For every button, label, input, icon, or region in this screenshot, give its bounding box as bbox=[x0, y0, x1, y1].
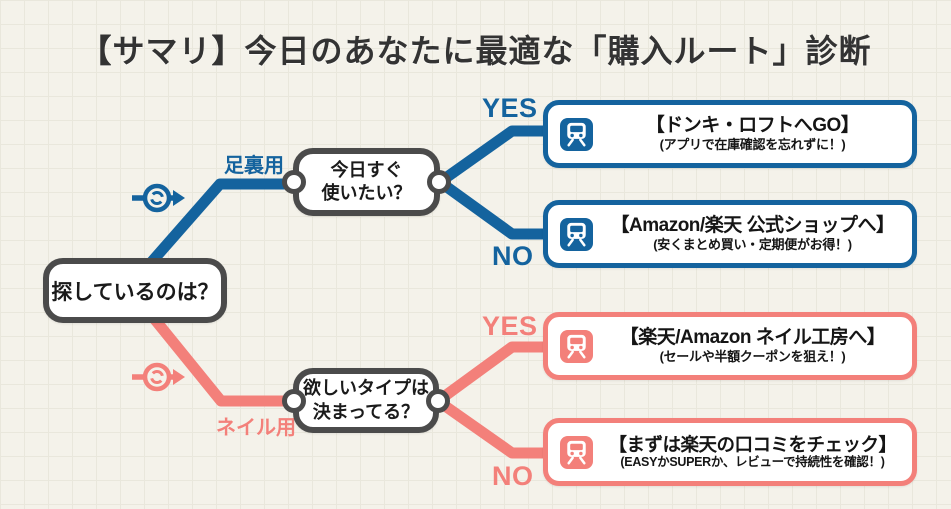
result-title: 【まずは楽天の口コミをチェック】 bbox=[608, 433, 897, 455]
no-label-nail: NO bbox=[492, 461, 534, 491]
route-line-sole bbox=[142, 178, 302, 272]
result-title: 【ドンキ・ロフトへGO】 bbox=[645, 115, 860, 137]
result-box-amazon-rakuten-official[interactable]: 【Amazon/楽天 公式ショップへ】 (安くまとめ買い・定期便がお得！) bbox=[543, 200, 917, 268]
root-question-label: 探しているのは？ bbox=[51, 280, 219, 304]
result-box-donki-loft[interactable]: 【ドンキ・ロフトへGO】 (アプリで在庫確認を忘れずに！) bbox=[543, 100, 917, 168]
branch-label-sole: 足裏用 bbox=[224, 155, 284, 177]
question-node-sole[interactable]: 今日すぐ 使いたい？ bbox=[282, 148, 451, 216]
root-question-node[interactable]: 探しているのは？ bbox=[43, 258, 227, 323]
question-node-nail[interactable]: 欲しいタイプは 決まってる？ bbox=[282, 368, 450, 433]
no-label-sole: NO bbox=[492, 241, 534, 271]
result-box-rakuten-amazon-nail[interactable]: 【楽天/Amazon ネイル工房へ】 (セールや半額クーポンを狙え！) bbox=[543, 312, 917, 380]
result-text: 【楽天/Amazon ネイル工房へ】 (セールや半額クーポンを狙え！) bbox=[603, 327, 912, 364]
yes-label-sole: YES bbox=[482, 93, 538, 123]
branch-label-nail: ネイル用 bbox=[216, 417, 296, 439]
train-icon bbox=[560, 329, 593, 363]
page-title: 【サマリ】今日のあなたに最適な「購入ルート」診断 bbox=[79, 33, 872, 69]
result-note: (セールや半額クーポンを狙え！) bbox=[659, 349, 846, 365]
route-line-nail bbox=[146, 310, 302, 407]
yes-label-nail: YES bbox=[482, 311, 538, 341]
train-icon bbox=[560, 117, 593, 151]
question-label: 欲しいタイプは 決まってる？ bbox=[303, 378, 429, 422]
train-icon bbox=[560, 435, 593, 469]
route-line-sole-no bbox=[434, 176, 556, 240]
station-circle bbox=[282, 388, 306, 413]
transfer-station-icon bbox=[132, 183, 185, 213]
route-line-nail-yes bbox=[432, 341, 556, 407]
route-line-nail-no bbox=[432, 395, 556, 459]
station-circle bbox=[426, 388, 450, 413]
result-text: 【ドンキ・ロフトへGO】 (アプリで在庫確認を忘れずに！) bbox=[603, 115, 912, 152]
result-box-rakuten-reviews[interactable]: 【まずは楽天の口コミをチェック】 (EASYかSUPERか、レビューで持続性を確… bbox=[543, 418, 917, 486]
result-title: 【Amazon/楽天 公式ショップへ】 bbox=[610, 215, 895, 237]
transfer-station-icon bbox=[132, 362, 185, 392]
question-label: 今日すぐ 使いたい？ bbox=[321, 159, 412, 203]
result-note: (アプリで在庫確認を忘れずに！) bbox=[659, 137, 846, 153]
result-text: 【まずは楽天の口コミをチェック】 (EASYかSUPERか、レビューで持続性を確… bbox=[603, 434, 912, 470]
result-title: 【楽天/Amazon ネイル工房へ】 bbox=[619, 327, 886, 349]
result-note: (安くまとめ買い・定期便がお得！) bbox=[653, 237, 852, 253]
result-note: (EASYかSUPERか、レビューで持続性を確認！) bbox=[620, 455, 885, 470]
station-circle bbox=[282, 170, 306, 194]
route-line-sole-yes bbox=[434, 125, 556, 188]
result-text: 【Amazon/楽天 公式ショップへ】 (安くまとめ買い・定期便がお得！) bbox=[603, 215, 912, 252]
train-icon bbox=[560, 217, 593, 251]
station-circle bbox=[427, 170, 451, 194]
